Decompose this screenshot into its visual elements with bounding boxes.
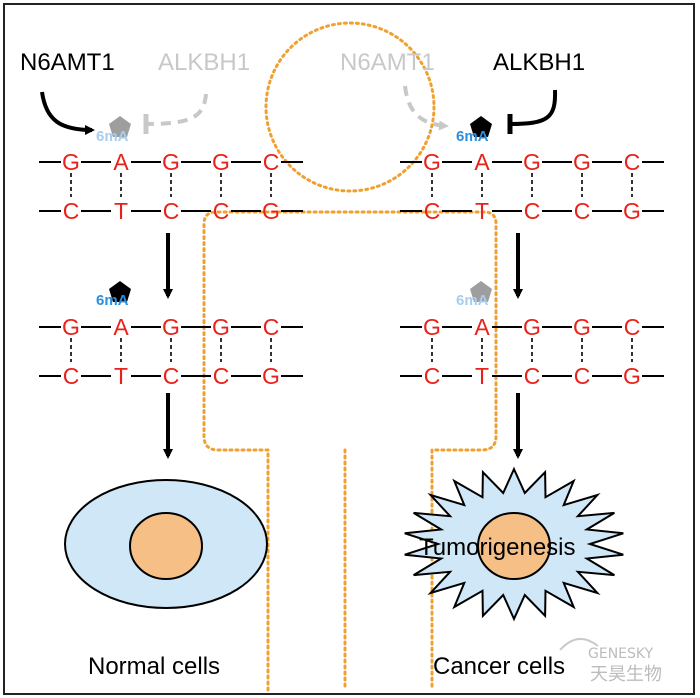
base-top-0: G: [423, 149, 441, 175]
base-bottom-4: G: [623, 363, 641, 389]
mark-label-left-bottom: 6mA: [96, 292, 129, 309]
base-bottom-0: C: [424, 363, 441, 389]
mark-label-right-top: 6mA: [456, 128, 489, 145]
writer-label-right-faded: N6AMT1: [340, 49, 435, 76]
base-top-3: G: [212, 149, 230, 175]
base-top-2: G: [523, 314, 541, 340]
base-top-4: C: [624, 314, 641, 340]
cancer-cell-nucleus: [477, 512, 551, 580]
base-bottom-1: T: [114, 198, 128, 224]
base-top-1: A: [474, 314, 490, 340]
base-bottom-0: C: [63, 363, 80, 389]
cancer-cells-label: Cancer cells: [433, 653, 565, 680]
human-silhouette: [202, 21, 498, 692]
base-top-3: G: [573, 149, 591, 175]
genesky-logo: GENESKY 天昊生物: [559, 638, 662, 685]
logo-latin: GENESKY: [588, 646, 654, 662]
writer-arrow-left: [40, 91, 95, 135]
base-top-3: G: [212, 314, 230, 340]
writer-label-left: N6AMT1: [20, 49, 115, 76]
base-top-2: G: [162, 149, 180, 175]
base-bottom-2: C: [163, 198, 180, 224]
base-bottom-2: C: [524, 363, 541, 389]
eraser-label-right: ALKBH1: [493, 49, 585, 76]
base-bottom-3: C: [213, 198, 230, 224]
base-top-0: G: [423, 314, 441, 340]
base-top-2: G: [162, 314, 180, 340]
base-top-2: G: [523, 149, 541, 175]
logo-cjk: 天昊生物: [590, 664, 662, 685]
tumor-label: Tumorigenesis: [419, 534, 576, 561]
base-top-4: C: [263, 149, 280, 175]
eraser-label-left-faded: ALKBH1: [158, 49, 250, 76]
mark-label-right-bottom: 6mA: [456, 292, 489, 309]
base-top-1: A: [113, 149, 129, 175]
base-bottom-1: T: [114, 363, 128, 389]
base-bottom-1: T: [475, 363, 489, 389]
base-top-3: G: [573, 314, 591, 340]
base-bottom-2: C: [524, 198, 541, 224]
base-bottom-4: G: [262, 363, 280, 389]
base-bottom-3: C: [213, 363, 230, 389]
frame-border: [3, 3, 695, 695]
pentagon-inactive-left: [109, 116, 131, 137]
base-top-1: A: [113, 314, 129, 340]
silhouette-head: [264, 21, 436, 193]
mark-label-left-top: 6mA: [96, 128, 129, 145]
silhouette-body: [202, 210, 498, 692]
base-top-4: C: [263, 314, 280, 340]
base-top-0: G: [62, 314, 80, 340]
base-bottom-3: C: [574, 363, 591, 389]
pentagon-active-right: [470, 116, 492, 137]
eraser-inhibit-line-left: [145, 93, 208, 126]
pentagon-active-left: [109, 281, 131, 302]
base-bottom-0: C: [424, 198, 441, 224]
writer-arrow-right: [403, 85, 449, 131]
base-bottom-4: G: [623, 198, 641, 224]
pentagon-inactive-right: [470, 281, 492, 302]
base-bottom-1: T: [475, 198, 489, 224]
normal-cells-label: Normal cells: [88, 653, 220, 680]
base-top-4: C: [624, 149, 641, 175]
base-top-0: G: [62, 149, 80, 175]
normal-cell-nucleus: [129, 512, 203, 580]
base-bottom-4: G: [262, 198, 280, 224]
base-bottom-3: C: [574, 198, 591, 224]
base-top-1: A: [474, 149, 490, 175]
base-bottom-2: C: [163, 363, 180, 389]
eraser-inhibit-line-right: [509, 89, 558, 126]
base-bottom-0: C: [63, 198, 80, 224]
